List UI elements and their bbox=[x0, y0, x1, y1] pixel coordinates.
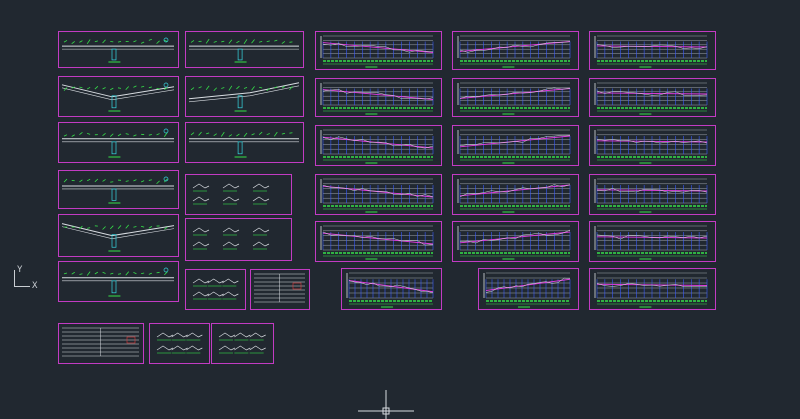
profile-sheet[interactable] bbox=[452, 31, 579, 70]
profile-sheet[interactable] bbox=[452, 125, 579, 166]
elevation-sheet[interactable] bbox=[185, 122, 304, 163]
detail-sheet[interactable] bbox=[185, 174, 292, 215]
profile-sheet[interactable] bbox=[589, 174, 716, 215]
elevation-sheet[interactable] bbox=[185, 76, 304, 117]
elevation-sheet[interactable] bbox=[58, 31, 179, 68]
elevation-sheet[interactable] bbox=[58, 122, 179, 163]
table-sheet[interactable] bbox=[58, 323, 144, 364]
profile-sheet[interactable] bbox=[589, 31, 716, 70]
profile-sheet[interactable] bbox=[589, 268, 716, 310]
profile-sheet[interactable] bbox=[315, 174, 442, 215]
crosshair-cursor-icon bbox=[358, 390, 414, 419]
profile-sheet[interactable] bbox=[589, 78, 716, 117]
elevation-sheet[interactable] bbox=[58, 76, 179, 117]
profile-sheet[interactable] bbox=[589, 221, 716, 262]
profile-sheet[interactable] bbox=[478, 268, 579, 310]
profile-sheet[interactable] bbox=[452, 221, 579, 262]
table-sheet[interactable] bbox=[250, 269, 310, 310]
profile-sheet[interactable] bbox=[452, 174, 579, 215]
ucs-x-axis bbox=[14, 286, 30, 287]
profile-sheet[interactable] bbox=[452, 78, 579, 117]
profile-sheet[interactable] bbox=[315, 221, 442, 262]
profile-sheet[interactable] bbox=[315, 78, 442, 117]
ucs-y-axis bbox=[14, 270, 15, 286]
profile-sheet[interactable] bbox=[589, 125, 716, 166]
elevation-sheet[interactable] bbox=[58, 170, 179, 209]
elevation-sheet[interactable] bbox=[58, 214, 179, 257]
detail-sheet[interactable] bbox=[185, 218, 292, 261]
detail-sheet[interactable] bbox=[211, 323, 274, 364]
elevation-sheet[interactable] bbox=[185, 31, 304, 68]
profile-sheet[interactable] bbox=[341, 268, 442, 310]
drawing-sheets-layer bbox=[58, 31, 716, 364]
elevation-sheet[interactable] bbox=[58, 261, 179, 302]
ucs-x-label: X bbox=[32, 281, 38, 291]
detail-sheet[interactable] bbox=[149, 323, 210, 364]
detail-sheet[interactable] bbox=[185, 269, 246, 310]
ucs-y-label: Y bbox=[17, 265, 23, 275]
profile-sheet[interactable] bbox=[315, 31, 442, 70]
profile-sheet[interactable] bbox=[315, 125, 442, 166]
